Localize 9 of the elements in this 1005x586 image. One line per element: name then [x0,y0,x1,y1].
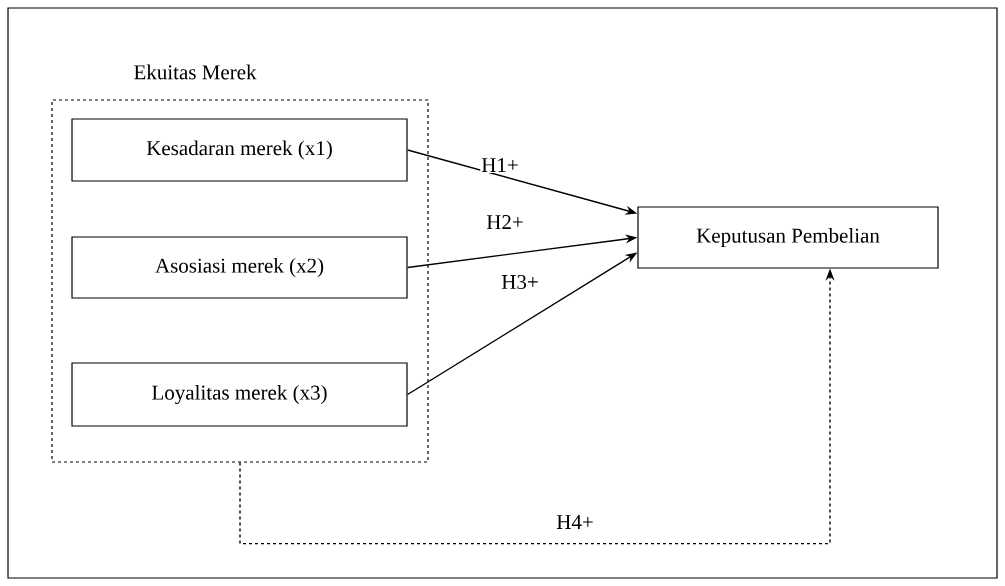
process-box: Loyalitas merek (x3) [71,362,408,427]
process-box: Kesadaran merek (x1) [71,118,408,182]
edge-label: H4+ [555,514,595,530]
edge-label: H3+ [500,273,540,291]
process-box: Keputusan Pembelian [637,206,939,269]
edge-label: H1+ [480,157,520,173]
group-heading: Ekuitas Merek [134,64,257,80]
process-box: Asosiasi merek (x2) [71,236,408,299]
edge-label: H2+ [485,214,525,230]
